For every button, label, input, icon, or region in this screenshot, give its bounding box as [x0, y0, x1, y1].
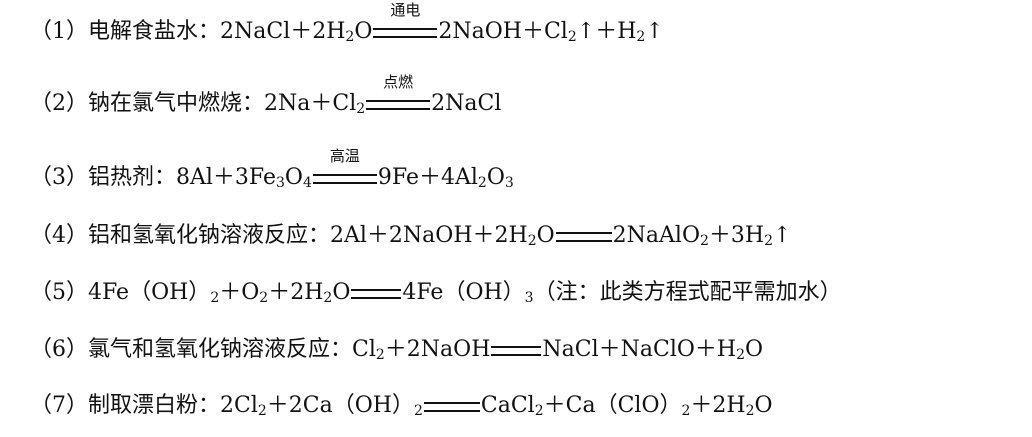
equation-right: 2NaCl [431, 91, 502, 116]
double-bar-equals: 点燃 [366, 74, 431, 122]
equation-line-3: （3）铝热剂：8Al＋3Fe3O4 高温 9Fe＋4Al2O3 [30, 148, 514, 198]
equation-right: 4Fe（OH）3（注：此类方程式配平需加水） [402, 280, 842, 306]
equation-left: （3）铝热剂：8Al＋3Fe3O4 [30, 165, 312, 191]
reaction-condition: 通电 [390, 1, 421, 19]
equation-left: （1）电解食盐水：2NaCl＋2H2O [30, 19, 373, 45]
reaction-condition: 高温 [329, 147, 360, 165]
equation-line-4: （4）铝和氢氧化钠溶液反应：2Al＋2NaOH＋2H2O 2NaAlO2＋3H2↑ [30, 216, 791, 256]
equation-line-7: （7）制取漂白粉：2Cl2＋2Ca（OH）2 CaCl2＋Ca（ClO）2＋2H2… [30, 386, 773, 426]
equation-right: 2NaAlO2＋3H2↑ [612, 223, 792, 249]
equation-line-6: （6）氯气和氢氧化钠溶液反应：Cl2＋2NaOH NaCl＋NaClO＋H2O [30, 330, 763, 370]
equation-note: （注：此类方程式配平需加水） [533, 280, 842, 305]
equation-right: CaCl2＋Ca（ClO）2＋2H2O [480, 393, 773, 419]
equation-left: （4）铝和氢氧化钠溶液反应：2Al＋2NaOH＋2H2O [30, 223, 555, 249]
double-bar-equals: 通电 [373, 2, 438, 50]
equation-left: （7）制取漂白粉：2Cl2＋2Ca（OH）2 [30, 393, 423, 419]
equation-right: 2NaOH＋Cl2↑＋H2↑ [438, 19, 664, 45]
reaction-condition: 点燃 [383, 73, 414, 91]
double-bar-equals [491, 328, 542, 368]
equation-left: （5）4Fe（OH）2＋O2＋2H2O [30, 280, 351, 306]
double-bar-equals [423, 384, 480, 424]
equation-line-5: （5）4Fe（OH）2＋O2＋2H2O 4Fe（OH）3（注：此类方程式配平需加水… [30, 273, 842, 313]
equation-left: （6）氯气和氢氧化钠溶液反应：Cl2＋2NaOH [30, 337, 491, 363]
double-bar-equals [351, 271, 402, 311]
equation-right: 9Fe＋4Al2O3 [377, 165, 514, 191]
equation-line-1: （1）电解食盐水：2NaCl＋2H2O 通电 2NaOH＋Cl2↑＋H2↑ [30, 2, 664, 52]
double-bar-equals: 高温 [312, 148, 377, 196]
double-bar-equals [555, 214, 612, 254]
equation-right: NaCl＋NaClO＋H2O [542, 337, 764, 363]
equation-left: （2）钠在氯气中燃烧：2Na＋Cl2 [30, 91, 366, 117]
equation-line-2: （2）钠在氯气中燃烧：2Na＋Cl2 点燃 2NaCl [30, 74, 502, 124]
